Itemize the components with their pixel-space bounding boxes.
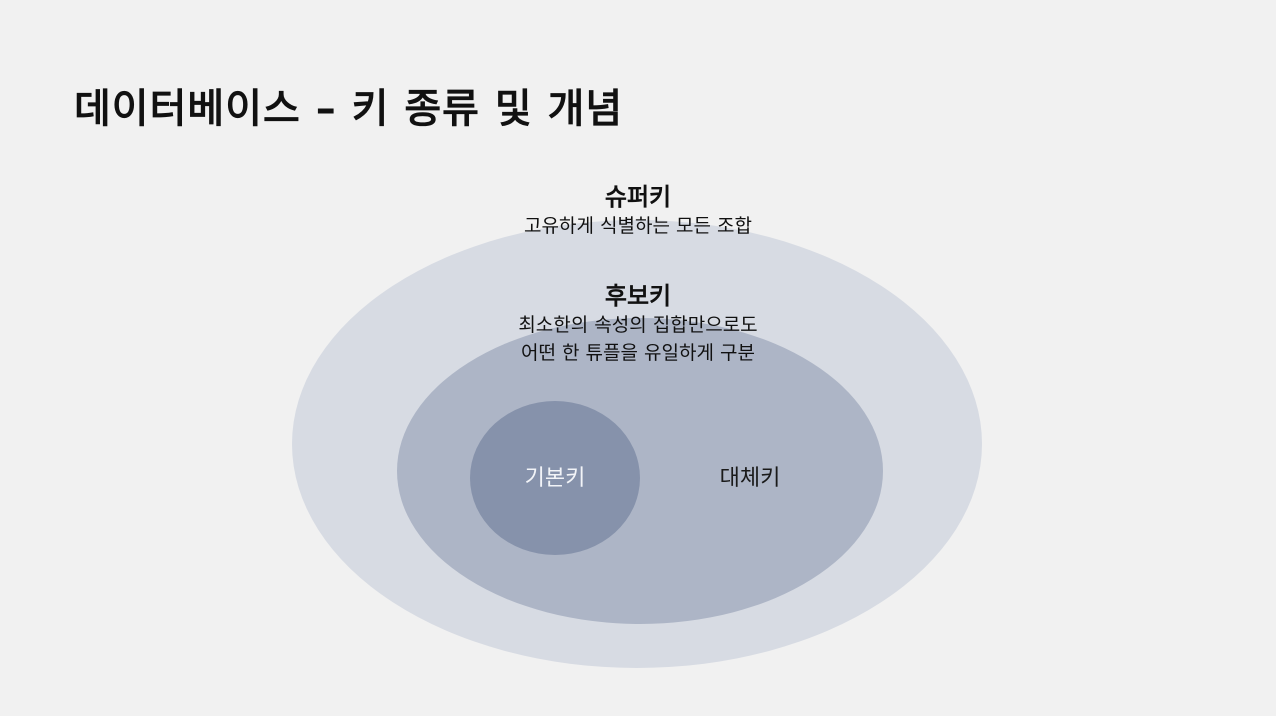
primary-key-circle <box>470 401 640 555</box>
alternate-key-label: 대체키 <box>719 466 781 491</box>
primary-key-label: 기본키 <box>524 466 586 491</box>
super-key-title: 슈퍼키 <box>604 183 672 211</box>
candidate-key-label-group: 후보키 최소한의 속성의 집합만으로도 어떤 한 튜플을 유일하게 구분 <box>438 281 838 367</box>
candidate-key-description-line2: 어떤 한 튜플을 유일하게 구분 <box>521 342 755 364</box>
super-key-label-group: 슈퍼키 고유하게 식별하는 모든 조합 <box>438 182 838 240</box>
candidate-key-title: 후보키 <box>604 282 672 310</box>
super-key-description: 고유하게 식별하는 모든 조합 <box>524 215 752 237</box>
candidate-key-description-line1: 최소한의 속성의 집합만으로도 <box>518 314 758 336</box>
slide-title: 데이터베이스 – 키 종류 및 개념 <box>74 86 624 132</box>
